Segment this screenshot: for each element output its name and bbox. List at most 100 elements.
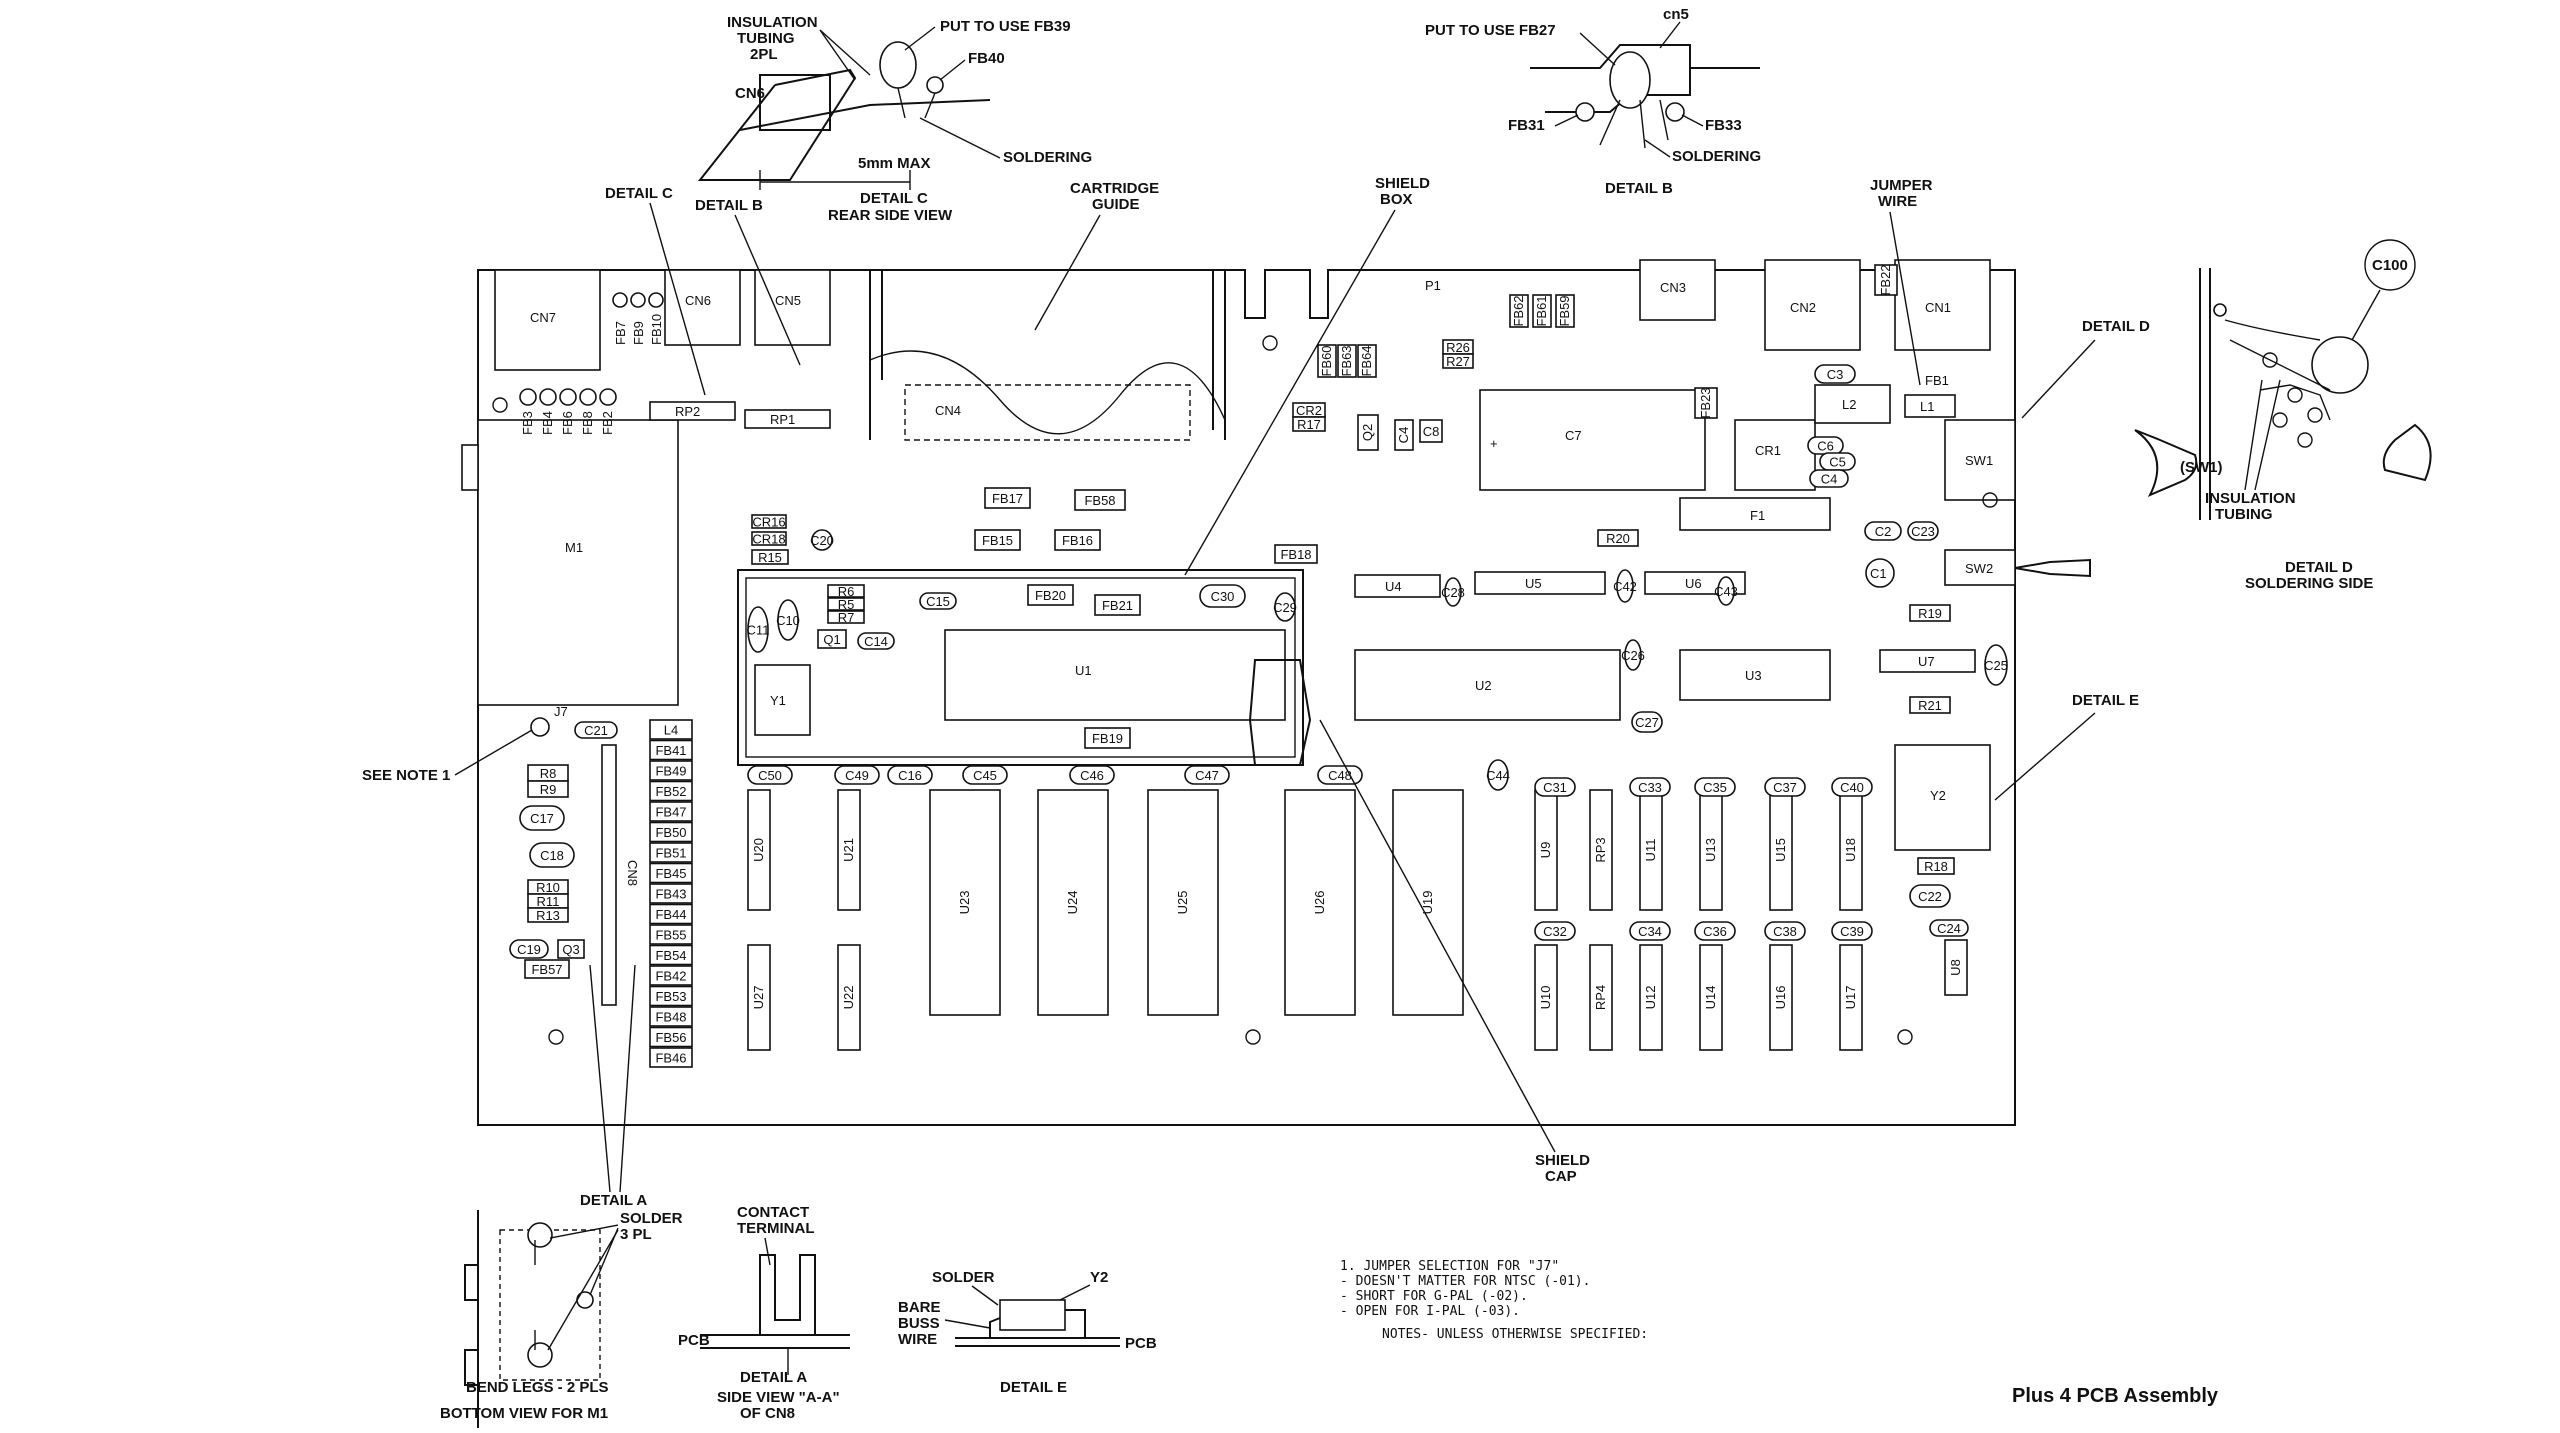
component-label: C25 bbox=[1984, 658, 2008, 673]
component-label: R11 bbox=[537, 894, 560, 909]
component-u19: U19 bbox=[1392, 789, 1464, 1016]
component-u17: U17 bbox=[1839, 944, 1863, 1051]
callout-shield-box-1: SHIELD bbox=[1375, 175, 1430, 192]
component-fb61: FB61 bbox=[1532, 294, 1552, 328]
callout-y2-e: Y2 bbox=[1090, 1269, 1108, 1286]
side-view-caption-1: SIDE VIEW "A-A" bbox=[717, 1389, 840, 1406]
component-u27: U27 bbox=[747, 944, 771, 1051]
component-label: FB58 bbox=[1084, 493, 1115, 508]
component-label: R21 bbox=[1918, 698, 1942, 713]
component-label: FB9 bbox=[631, 321, 646, 345]
component-label: FB48 bbox=[655, 1010, 686, 1025]
detail-a-bottom-view bbox=[464, 1210, 601, 1430]
component-label: C27 bbox=[1635, 715, 1659, 730]
component-r6: R6 bbox=[827, 584, 865, 599]
component-r10: R10 bbox=[527, 879, 569, 895]
connector-cn7: CN7 bbox=[494, 269, 601, 371]
mounting-holes bbox=[492, 335, 1998, 1045]
cap-c2: C2 bbox=[1864, 521, 1902, 541]
c1-label: C1 bbox=[1870, 566, 1887, 581]
callout-bare-3: WIRE bbox=[898, 1331, 937, 1348]
component-label: CR2 bbox=[1296, 403, 1322, 418]
component-fb64: FB64 bbox=[1357, 344, 1377, 378]
component-q1: Q1 bbox=[817, 629, 847, 649]
callout-solder-e: SOLDER bbox=[932, 1269, 995, 1286]
component-label: C30 bbox=[1211, 589, 1235, 604]
component-label: FB4 bbox=[540, 411, 555, 435]
cap-c4: C4 bbox=[1809, 469, 1849, 488]
component-label: U13 bbox=[1703, 838, 1718, 862]
component-label: C36 bbox=[1703, 924, 1727, 939]
component-label: FB8 bbox=[580, 411, 595, 435]
fuse-f1: F1 bbox=[1679, 497, 1831, 531]
u7-label: U7 bbox=[1918, 654, 1935, 669]
detail-d-caption-2: SOLDERING SIDE bbox=[2245, 575, 2373, 592]
note-line-1: 1. JUMPER SELECTION FOR "J7" bbox=[1340, 1259, 1559, 1274]
component-label: FB52 bbox=[655, 784, 686, 799]
connector-cn3: CN3 bbox=[1639, 259, 1716, 321]
component-label: FB16 bbox=[1062, 533, 1093, 548]
cap-c34: C34 bbox=[1629, 921, 1671, 941]
l1-label: L1 bbox=[1920, 399, 1934, 414]
component-label: R5 bbox=[838, 597, 855, 612]
component-label: Q2 bbox=[1360, 424, 1375, 441]
cap-c28: C28 bbox=[1441, 577, 1465, 607]
component-u25: U25 bbox=[1147, 789, 1219, 1016]
crystal-y2: Y2 bbox=[1894, 744, 1991, 851]
component-label: C24 bbox=[1937, 921, 1961, 936]
cap-c32: C32 bbox=[1534, 921, 1576, 941]
capacitor-c7: C7 + bbox=[1479, 389, 1706, 491]
component-label: R18 bbox=[1924, 859, 1948, 874]
component-label: FB60 bbox=[1319, 345, 1334, 376]
component-label: C17 bbox=[530, 811, 554, 826]
component-r20: R20 bbox=[1597, 529, 1639, 547]
cap-c39: C39 bbox=[1831, 921, 1873, 941]
fb-column: L4FB41FB49FB52FB47FB50FB51FB45FB43FB44FB… bbox=[649, 719, 693, 1068]
ferrite-fb2: FB2 bbox=[599, 388, 617, 435]
cap-c44: C44 bbox=[1486, 759, 1510, 791]
cap-c19: C19 bbox=[509, 939, 549, 959]
component-fb50: FB50 bbox=[649, 821, 693, 843]
component-fb18: FB18 bbox=[1274, 544, 1318, 564]
callout-soldering-b: SOLDERING bbox=[1672, 148, 1761, 165]
callout-detail-a: DETAIL A bbox=[580, 1192, 647, 1209]
cn1-label: CN1 bbox=[1925, 300, 1951, 315]
callout-bare-1: BARE bbox=[898, 1299, 941, 1316]
component-label: RP4 bbox=[1593, 985, 1608, 1010]
cap-c30: C30 bbox=[1199, 584, 1246, 608]
component-label: FB23 bbox=[1698, 387, 1713, 418]
cap-c21: C21 bbox=[574, 721, 618, 739]
component-label: C23 bbox=[1911, 524, 1935, 539]
component-label: FB56 bbox=[655, 1030, 686, 1045]
sw2-label: SW2 bbox=[1965, 561, 1993, 576]
component-label: C33 bbox=[1638, 780, 1662, 795]
cn2-label: CN2 bbox=[1790, 300, 1816, 315]
c7-label: C7 bbox=[1565, 428, 1582, 443]
component-fb59: FB59 bbox=[1555, 294, 1575, 328]
component-label: C44 bbox=[1486, 768, 1510, 783]
detail-d-drawing bbox=[2134, 268, 2432, 520]
component-label: FB51 bbox=[655, 846, 686, 861]
component-label: FB6 bbox=[560, 411, 575, 435]
cap-c47: C47 bbox=[1184, 765, 1230, 785]
component-label: R9 bbox=[540, 782, 557, 797]
component-label: C37 bbox=[1773, 780, 1797, 795]
switch-sw1: SW1 bbox=[1944, 419, 2016, 501]
component-label: C49 bbox=[845, 768, 869, 783]
shield-box: U1 Y1 bbox=[737, 569, 1312, 766]
detail-e-caption: DETAIL E bbox=[1000, 1379, 1067, 1396]
component-r19: R19 bbox=[1909, 604, 1951, 622]
component-u8: U8 bbox=[1944, 939, 1968, 996]
note-line-5: NOTES- UNLESS OTHERWISE SPECIFIED: bbox=[1382, 1327, 1648, 1342]
cap-c42: C42 bbox=[1613, 569, 1637, 603]
component-label: C19 bbox=[517, 942, 541, 957]
cn4-label: CN4 bbox=[935, 403, 961, 418]
component-label: R26 bbox=[1446, 340, 1470, 355]
component-label: C38 bbox=[1773, 924, 1797, 939]
connector-cn4: CN4 bbox=[869, 270, 1226, 441]
ferrite-fb10: FB10 bbox=[648, 292, 664, 345]
cap-c35: C35 bbox=[1694, 777, 1736, 797]
